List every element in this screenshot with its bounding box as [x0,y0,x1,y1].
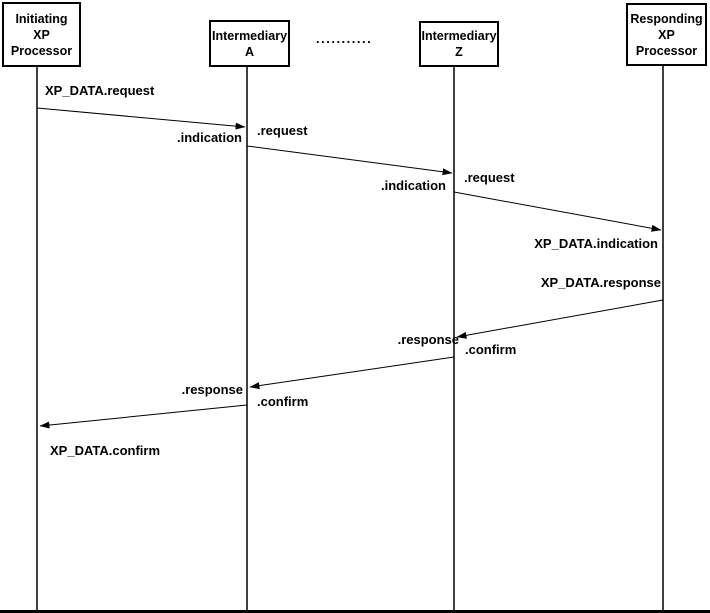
message-arrow-2-request [246,145,453,176]
actor-label-line: XP [658,27,675,42]
intermediaries-ellipsis: ........... [316,31,373,46]
label-request-from-a: .request [257,123,308,138]
label-indication-at-a: .indication [177,130,242,145]
message-arrow-6-confirm [39,404,248,429]
label-xp-data-indication: XP_DATA.indication [534,236,658,251]
message-arrow-5-response [249,356,455,390]
label-response-at-a: .response [181,382,243,397]
actor-label-line: A [244,44,255,59]
message-arrow-4-response [456,299,664,339]
message-arrow-3-request [453,191,662,232]
actor-label-line: Intermediary [421,29,497,43]
message-arrow-1-request [36,107,246,130]
label-confirm-from-z: .confirm [465,342,517,357]
label-confirm-from-a: .confirm [257,394,309,409]
actor-label-line: Processor [635,43,698,58]
actor-label-line: Initiating [15,11,68,26]
actor-box-intermediary-a: Intermediary A [209,20,290,67]
actor-label-line: Responding [630,11,703,26]
actor-box-intermediary-z: Intermediary Z [419,21,499,67]
actor-label-line: Intermediary [211,28,288,43]
actor-box-responding-xp-processor: Responding XP Processor [626,3,707,66]
actor-label-line: Processor [10,43,73,58]
label-request-from-z: .request [464,170,515,185]
label-response-at-z: .response [397,332,459,347]
label-xp-data-request: XP_DATA.request [45,83,155,98]
label-xp-data-response: XP_DATA.response [540,275,661,290]
label-xp-data-confirm: XP_DATA.confirm [50,443,161,458]
label-indication-at-z: .indication [381,178,446,193]
actor-box-initiating-xp-processor: Initiating XP Processor [2,2,81,67]
bottom-border [0,610,710,613]
actor-label-line: XP [33,27,50,42]
actor-label-line: Z [455,45,463,59]
